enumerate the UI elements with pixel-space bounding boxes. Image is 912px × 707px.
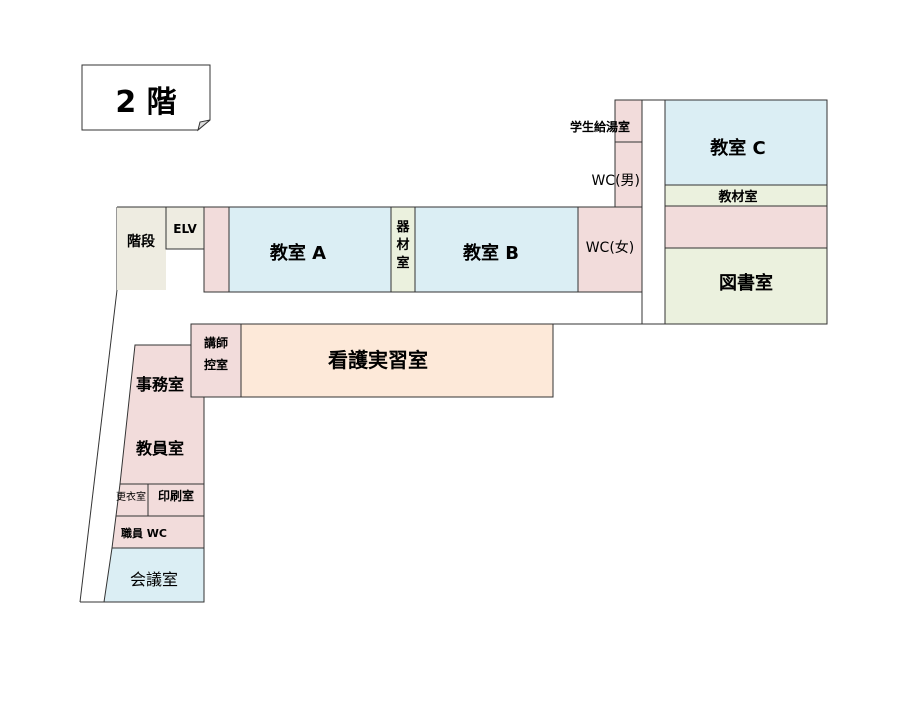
- room-elevator: ELV: [165, 206, 205, 250]
- room-label: 教員室: [136, 439, 184, 458]
- room-label: 教室 B: [463, 242, 519, 264]
- room-library: 図書室: [664, 247, 828, 325]
- room-small: [203, 206, 230, 293]
- room-print: 印刷室: [147, 483, 205, 517]
- room-classroom-c: 教室 C: [664, 99, 828, 186]
- room-label: 図書室: [719, 272, 773, 294]
- floor-label-card: 2 階: [81, 64, 211, 132]
- room-nursing-lab: 看護実習室: [240, 323, 554, 398]
- room-label: 階段: [127, 233, 155, 250]
- room-label: 更衣室: [116, 490, 146, 503]
- room-label: 印刷室: [158, 488, 194, 503]
- room-label: 教室 A: [270, 242, 326, 264]
- room-classroom-a: 教室 A: [228, 206, 392, 293]
- room-label: 控室: [204, 357, 228, 372]
- floor-title: 2 階: [115, 85, 176, 120]
- room-label: 器: [395, 220, 410, 235]
- room-label: WC(男): [591, 173, 640, 189]
- room-label: 事務室: [136, 375, 184, 394]
- room-label: 講師: [204, 335, 228, 350]
- room-changing: 更衣室: [115, 483, 149, 517]
- room-label: ELV: [173, 222, 197, 236]
- room-label: 職員 WC: [121, 526, 167, 540]
- room-kitchenette: 学生給湯室: [570, 99, 643, 143]
- room-label: 室: [396, 255, 409, 271]
- room-office-staff: 事務室 教員室: [119, 344, 205, 485]
- room-unlabeled: [664, 205, 828, 249]
- room-label: 会議室: [130, 570, 178, 589]
- room-wc-men: WC(男): [591, 141, 643, 208]
- room-label: 学生給湯室: [570, 119, 630, 134]
- room-label: 材: [396, 237, 409, 253]
- room-label: 教室 C: [710, 137, 765, 159]
- room-label: WC(女): [586, 239, 635, 256]
- room-equipment: 器 材 室: [390, 206, 416, 293]
- room-meeting: 会議室: [103, 547, 205, 603]
- room-lecturer: 講師 控室: [190, 323, 242, 398]
- room-label: 看護実習室: [328, 348, 428, 372]
- room-wc-women: WC(女): [577, 206, 643, 293]
- room-staff-wc: 職員 WC: [111, 515, 205, 549]
- room-classroom-b: 教室 B: [414, 206, 579, 293]
- room-stairs: 階段: [117, 206, 166, 290]
- room-label: 教材室: [717, 189, 757, 205]
- corridor-edge: [79, 289, 118, 603]
- room-materials: 教材室: [664, 184, 828, 207]
